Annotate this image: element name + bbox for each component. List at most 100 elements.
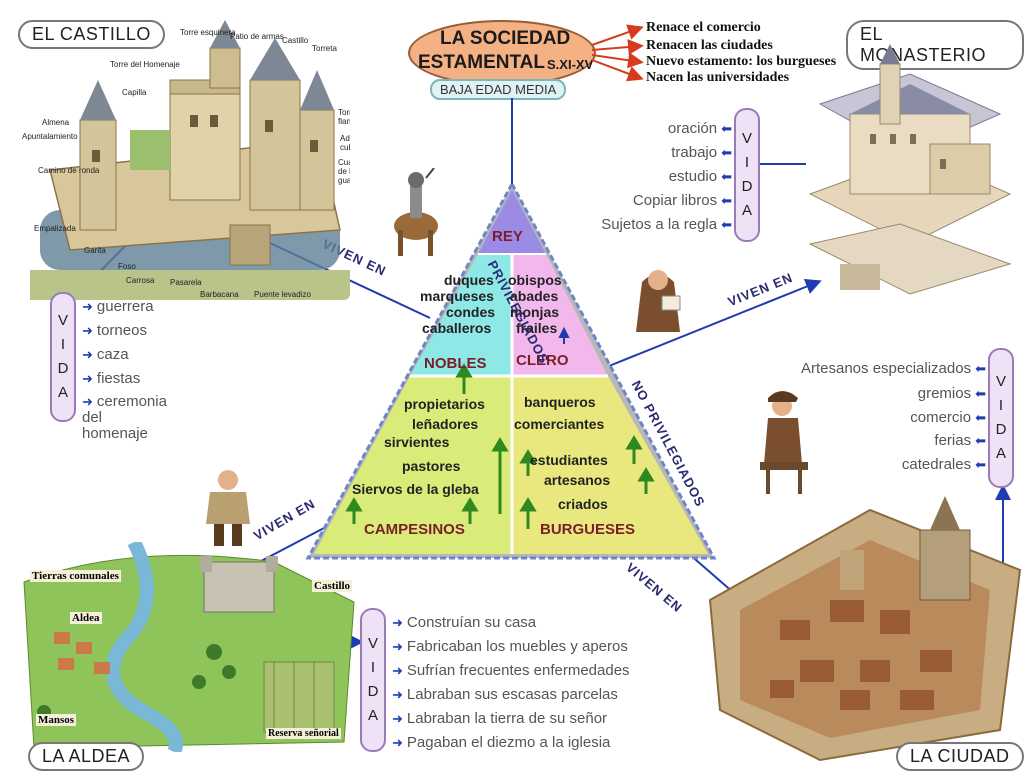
vida-item: Fabricaban los muebles y aperos [406,638,628,655]
vida-item: ceremonia del homenaje [82,393,167,442]
campesinos-member: Siervos de la gleba [352,481,479,497]
campesinos-member: leñadores [412,416,479,432]
castillo-label: Puente levadizo [254,290,311,299]
aldea-map-label: Castillo [312,580,353,592]
nobles-member: marqueses [420,288,494,304]
castillo-title: EL CASTILLO [18,20,165,49]
vida-item: estudio [668,168,718,185]
vida-letter: V [995,373,1006,390]
castillo-label: Patio de armas [230,32,284,41]
burgueses-member: comerciantes [514,416,605,432]
consequence-arrow [591,52,644,69]
arrow-right-icon: ➜ [82,299,93,314]
rey-section [478,190,546,254]
vida-item: caza [96,346,129,363]
vida-item: comercio [910,409,972,426]
vida-item: Pagaban el diezmo a la iglesia [406,734,611,751]
viven-en-monasterio-arrow [603,279,822,369]
monasterio-vida-pill: V I D A [734,108,760,242]
vida-item: trabajo [671,144,718,161]
vida-letter: I [370,659,376,676]
castillo-label: Torre del Homenaje [110,60,180,69]
campesinos-label: CAMPESINOS [364,521,465,538]
arrow-left-icon: ⬅ [721,193,732,208]
burgueses-label: BURGUESES [540,521,636,538]
castillo-label: Almena [42,118,70,127]
vida-item: Labraban la tierra de su señor [406,710,608,727]
arrow-right-icon: ➜ [392,735,403,750]
aldea-map-label: Reserva señorial [266,728,341,739]
castillo-label: Camino de ronda [38,166,100,175]
page-title-line2: ESTAMENTAL [418,52,546,73]
aldea-map-label: Mansos [36,714,77,726]
clero-member: obispos [508,272,562,288]
monk-figure [636,270,681,332]
vida-item: guerrera [96,298,154,315]
arrow-left-icon: ⬅ [721,121,732,136]
vida-item: fiestas [96,370,141,387]
aldea-title: LA ALDEA [28,742,145,771]
title-ellipse [408,20,596,86]
vida-item: catedrales [901,456,972,473]
century-label: S.XI-XV [547,57,594,72]
clero-section [512,254,608,376]
castillo-label: Capilla [122,88,147,97]
arrow-left-icon: ⬅ [721,217,732,232]
consequence-item: Nuevo estamento: los burgueses [646,54,837,69]
vida-item: gremios [917,385,972,402]
burgueses-section [512,376,708,554]
vida-item: Artesanos especializados [800,360,972,377]
clero-member: frailes [516,320,558,336]
castillo-label: Barbacana [200,290,239,299]
aldea-map: Tierras comunales Castillo Aldea Mansos … [14,542,356,752]
social-pyramid [305,184,717,560]
castillo-label: Torre flanqueante [338,108,350,126]
arrow-left-icon: ⬅ [975,457,986,472]
vida-letter: I [60,336,66,353]
nobles-member: duques [444,272,494,288]
rey-label: REY [492,228,523,245]
burgueses-member: banqueros [524,394,596,410]
arrow-right-icon: ➜ [392,687,403,702]
vida-item: ferias [934,432,972,449]
burgueses-member: artesanos [544,472,611,488]
ciudad-vida-pill: V I D A [988,348,1014,488]
arrow-left-icon: ⬅ [975,361,986,376]
vida-letter: D [57,360,69,377]
castillo-label: Castillo [282,36,309,45]
arrow-right-icon: ➜ [392,663,403,678]
consequence-arrow [591,39,644,55]
knight-figure [394,168,438,256]
castillo-label: Pasarela [170,278,202,287]
vida-item: Labraban sus escasas parcelas [406,686,618,703]
vida-letter: I [744,154,750,171]
campesinos-member: pastores [402,458,461,474]
arrow-right-icon: ➜ [82,394,93,409]
vida-letter: V [741,130,752,147]
green-arrows [345,363,655,529]
vida-item: Sujetos a la regla [601,216,718,233]
castillo-label: Adarve cubierto [340,134,350,152]
vida-letter: A [367,707,378,724]
vida-item: oración [667,120,718,137]
castillo-illustration: Torre esquinera Patio de armas Castillo … [20,20,350,300]
vida-item: Sufrían frecuentes enfermedades [406,662,630,679]
aldea-map-label: Tierras comunales [30,570,121,582]
castillo-label: Empalizada [34,224,76,233]
craftsman-figure [760,391,808,494]
arrow-right-icon: ➜ [82,371,93,386]
vida-letter: A [995,445,1006,462]
vida-item: Copiar libros [632,192,718,209]
arrow-right-icon: ➜ [392,615,403,630]
castillo-label: Apuntalamiento [22,132,78,141]
vida-letter: D [741,178,753,195]
consequence-arrow [591,59,644,82]
campesinos-member: sirvientes [384,434,450,450]
vida-letter: A [57,384,68,401]
burgueses-member: criados [558,496,608,512]
nobles-label: NOBLES [424,355,487,372]
monasterio-illustration [800,44,1020,306]
vida-letter: I [998,397,1004,414]
clero-member: abades [510,288,559,304]
nobles-member: caballeros [422,320,492,336]
